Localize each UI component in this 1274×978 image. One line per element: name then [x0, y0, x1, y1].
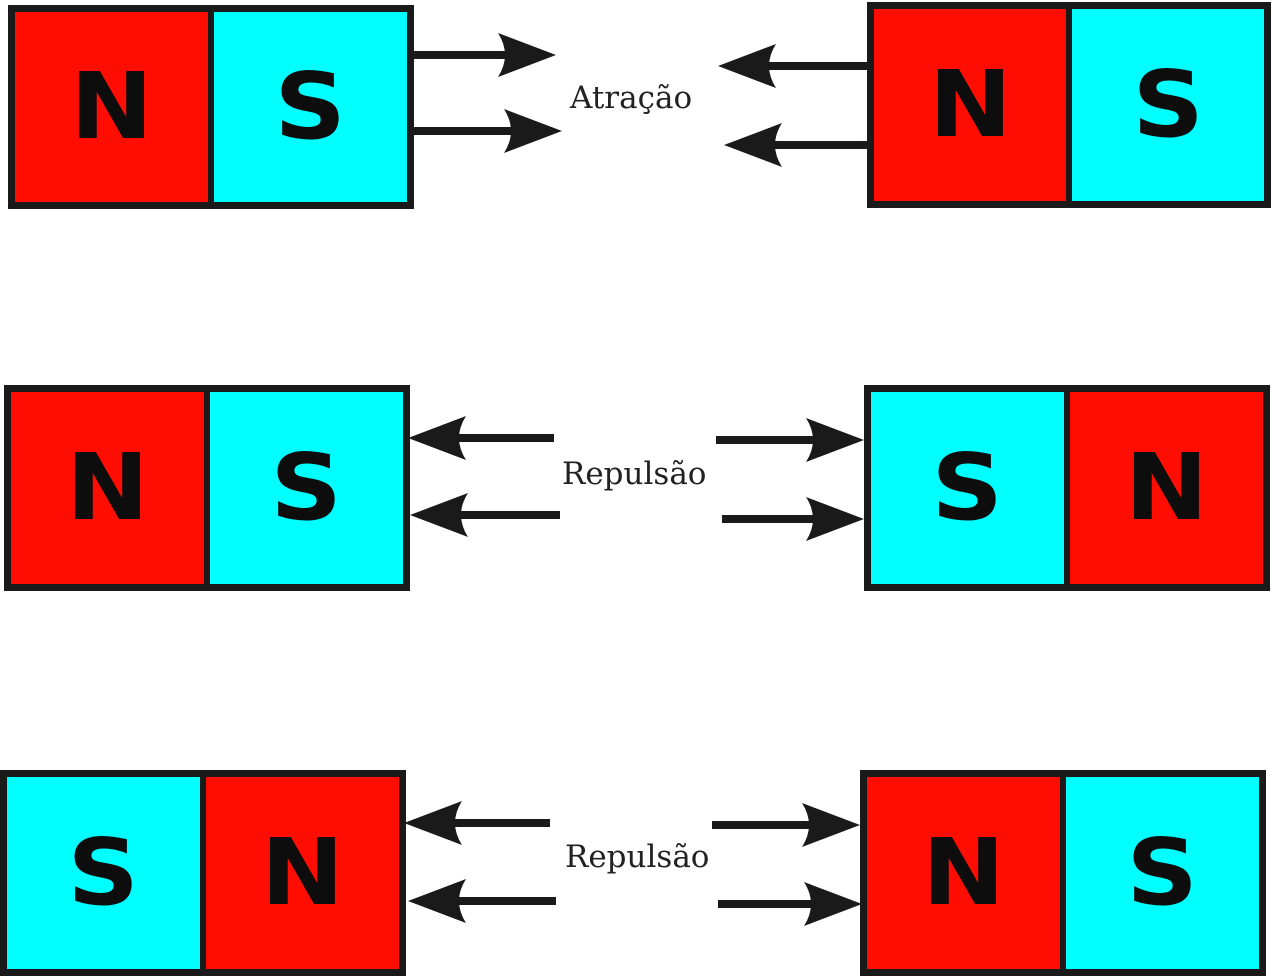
row2-label: Repulsão — [562, 456, 707, 492]
pole-letter: N — [1124, 434, 1209, 541]
south-pole: S — [871, 392, 1064, 584]
row3-left-magnet: S N — [0, 770, 406, 976]
south-pole: S — [7, 777, 200, 969]
pole-letter: S — [270, 434, 343, 541]
north-pole: N — [15, 12, 208, 202]
south-pole: S — [210, 392, 403, 584]
arrow-icon — [410, 493, 560, 537]
pole-letter: N — [928, 51, 1012, 158]
north-pole: N — [867, 777, 1060, 969]
arrow-icon — [408, 416, 554, 460]
south-pole: S — [1072, 9, 1264, 201]
pole-letter: S — [274, 53, 347, 160]
pole-letter: S — [1132, 51, 1204, 158]
pole-letter: N — [69, 53, 154, 160]
south-pole: S — [1066, 777, 1259, 969]
pole-letter: S — [67, 819, 140, 926]
pole-letter: S — [1126, 819, 1199, 926]
pole-letter: S — [931, 434, 1004, 541]
arrow-icon — [722, 497, 864, 541]
row1-label: Atração — [570, 80, 693, 116]
arrow-icon — [716, 418, 864, 462]
north-pole: N — [11, 392, 204, 584]
arrow-icon — [718, 882, 862, 926]
arrow-icon — [404, 801, 550, 845]
north-pole: N — [874, 9, 1066, 201]
row2-right-magnet: S N — [864, 385, 1270, 591]
north-pole: N — [206, 777, 399, 969]
south-pole: S — [214, 12, 407, 202]
arrow-icon — [724, 123, 867, 167]
arrow-icon — [414, 33, 556, 77]
arrow-icon — [408, 879, 556, 923]
arrow-icon — [718, 44, 867, 88]
row3-right-magnet: N S — [860, 770, 1266, 976]
row1-left-magnet: N S — [8, 5, 414, 209]
arrow-icon — [414, 109, 562, 153]
pole-letter: N — [921, 819, 1006, 926]
row2-left-magnet: N S — [4, 385, 410, 591]
pole-letter: N — [65, 434, 150, 541]
pole-letter: N — [260, 819, 345, 926]
north-pole: N — [1070, 392, 1263, 584]
row3-label: Repulsão — [565, 839, 710, 875]
row1-right-magnet: N S — [867, 2, 1271, 208]
arrow-icon — [712, 803, 860, 847]
